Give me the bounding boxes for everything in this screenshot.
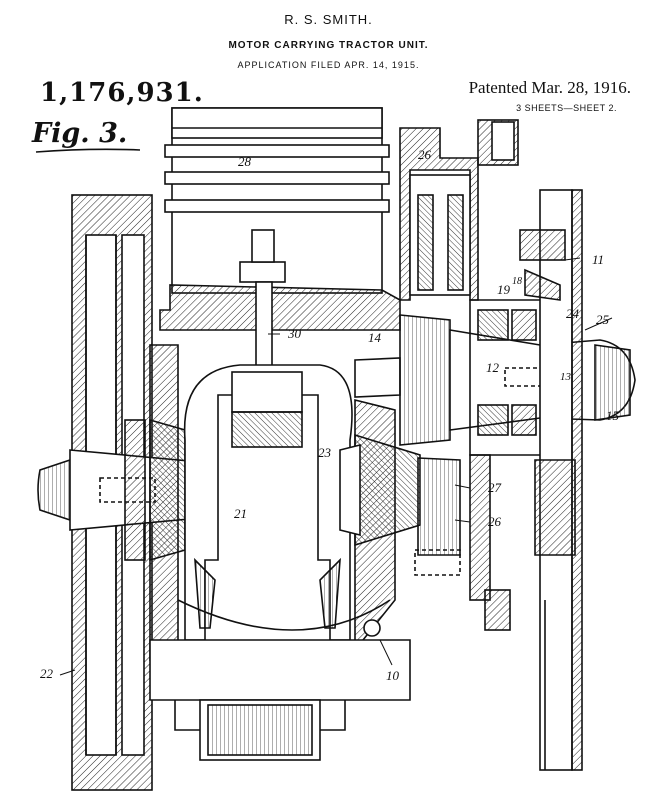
numeral-24: 24 [566,306,580,321]
numeral-28: 28 [238,154,252,169]
numeral-14: 14 [368,330,382,345]
numeral-21: 21 [234,506,247,521]
numeral-19: 19 [497,282,511,297]
numeral-26-top: 26 [418,147,432,162]
numeral-23: 23 [318,445,332,460]
numeral-27: 27 [488,480,502,495]
numeral-25: 25 [596,312,610,327]
engine-cylinder [160,108,400,330]
numeral-12: 12 [486,360,500,375]
numeral-11: 11 [592,252,604,267]
numeral-13: 13 [560,371,572,383]
figure-label-underline [36,149,140,152]
numeral-30: 30 [287,326,302,341]
numeral-18: 18 [512,276,522,287]
numeral-22: 22 [40,666,54,681]
numeral-26-bottom: 26 [488,514,502,529]
numeral-10: 10 [386,668,400,683]
crank-yoke [185,365,352,640]
numeral-15: 15 [606,408,620,423]
